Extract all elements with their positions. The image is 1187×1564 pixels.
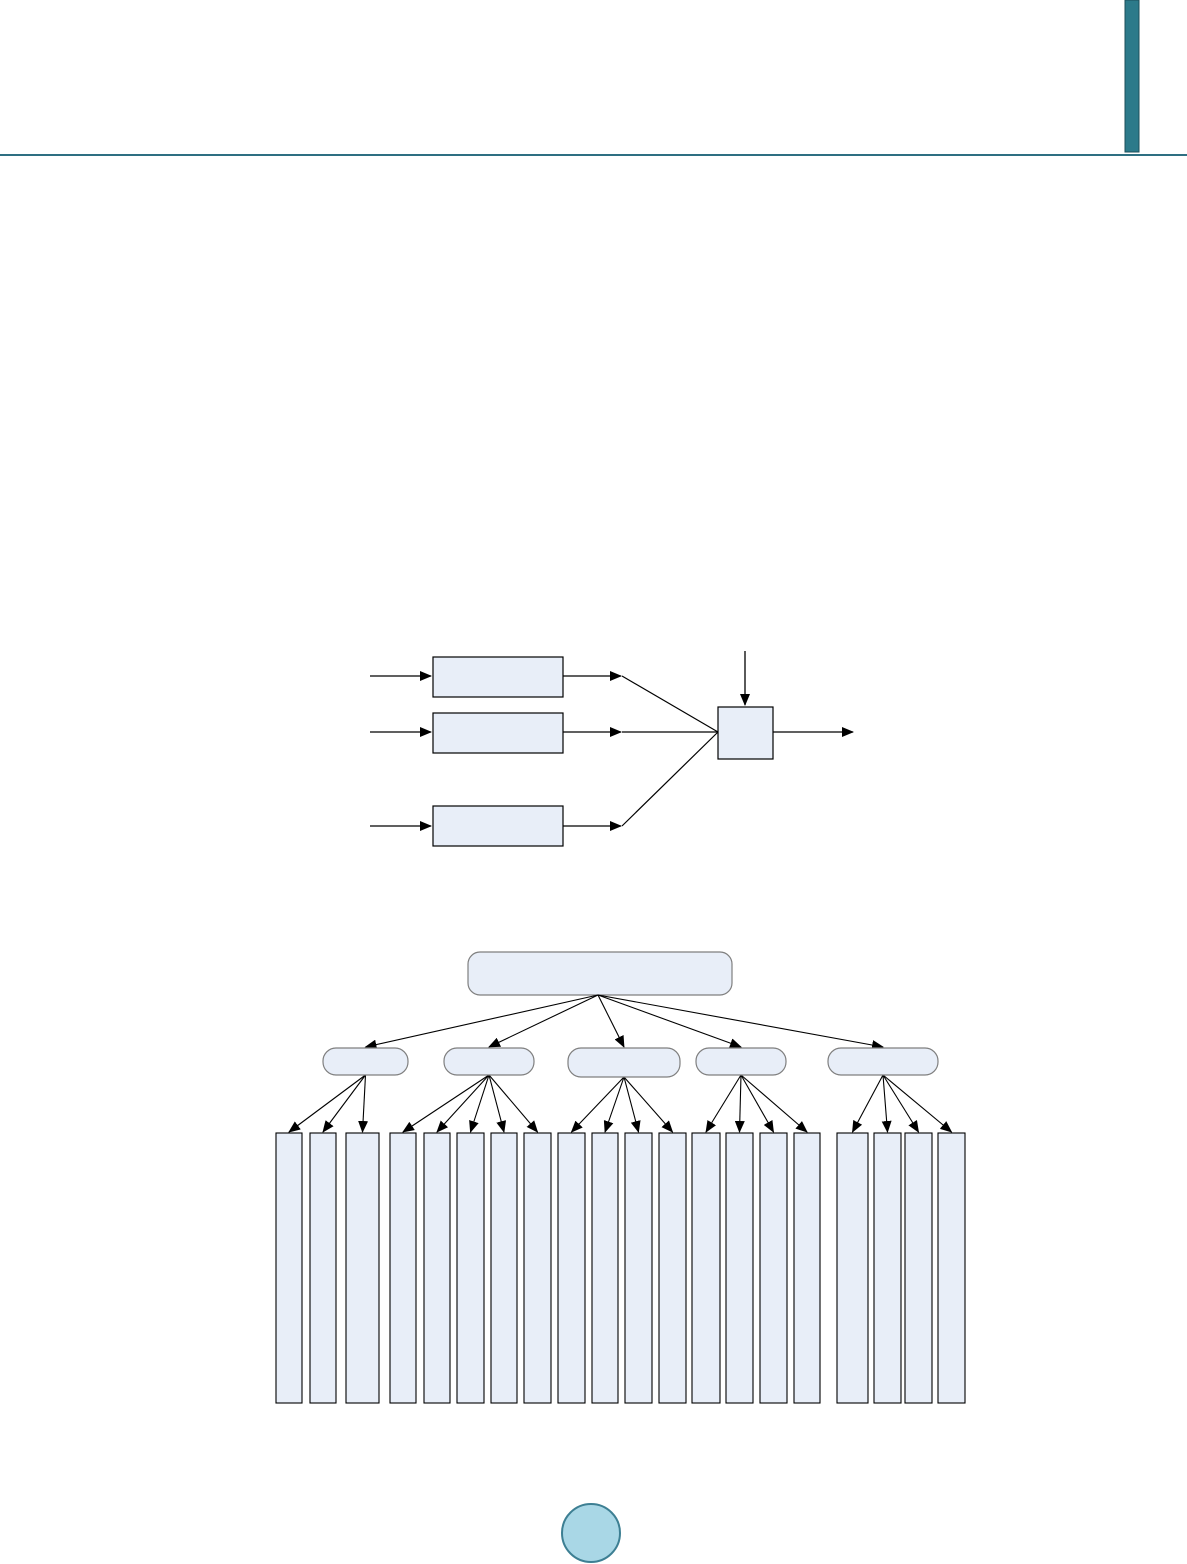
leaf-node-5-3 [904, 1132, 933, 1404]
leaf-node-5-1 [836, 1132, 869, 1404]
branch-to-leaf-edge [603, 1076, 625, 1133]
branch-to-leaf-edge [881, 1074, 892, 1133]
branch-to-leaf-edge [469, 1074, 490, 1133]
root-to-branch-edge [364, 994, 599, 1050]
branch-to-leaf-edge [740, 1074, 774, 1133]
leaf-node-4-2 [725, 1132, 754, 1404]
leaf-node-5-2 [873, 1132, 902, 1404]
leaf-node-1-1 [275, 1132, 303, 1404]
root-to-branch-edge [597, 994, 884, 1050]
branch-to-leaf-edge [623, 1076, 674, 1133]
hierarchy-diagram [275, 951, 966, 1404]
branch-to-leaf-edge [322, 1074, 366, 1133]
branch-to-leaf-edge [852, 1074, 884, 1133]
branch-to-leaf-edge [740, 1074, 808, 1133]
leaf-node-3-1 [557, 1132, 586, 1404]
root-to-branch-edge [488, 994, 599, 1048]
block-diagram [370, 651, 854, 847]
process-block-2 [432, 712, 564, 754]
leaf-node-2-5 [523, 1132, 552, 1404]
branch-to-leaf-edge [705, 1074, 742, 1133]
merge-line-1 [621, 675, 719, 733]
branch-to-leaf-edge [402, 1074, 490, 1133]
leaf-node-3-3 [624, 1132, 653, 1404]
leaf-node-1-2 [309, 1132, 337, 1404]
branch-to-leaf-edge [623, 1076, 641, 1133]
process-block-1 [432, 656, 564, 698]
leaf-node-2-2 [423, 1132, 451, 1404]
leaf-node-3-4 [658, 1132, 687, 1404]
root-to-branch-edge [597, 994, 742, 1048]
root-node [467, 951, 733, 996]
branch-to-leaf-edge [288, 1074, 366, 1133]
leaf-node-4-4 [793, 1132, 821, 1404]
header-side-bar [1124, 0, 1140, 153]
process-block-3 [432, 805, 564, 847]
branch-node-1 [322, 1047, 409, 1076]
leaf-node-2-3 [456, 1132, 485, 1404]
leaf-nodes [275, 1132, 966, 1404]
branch-nodes [322, 1047, 939, 1078]
leaf-node-1-3 [345, 1132, 380, 1404]
branch-to-leaf-edge [488, 1074, 539, 1133]
branch-to-leaf-edge [570, 1076, 625, 1133]
leaf-node-4-1 [691, 1132, 721, 1404]
branch-node-3 [567, 1047, 681, 1078]
branch-to-leaf-edge [436, 1074, 490, 1133]
branch-to-leaf-edge [882, 1074, 953, 1133]
branch-node-4 [695, 1047, 787, 1076]
leaf-node-3-2 [591, 1132, 619, 1404]
branch-node-5 [827, 1047, 939, 1076]
leaf-node-5-4 [937, 1132, 966, 1404]
hierarchy-edges [288, 994, 953, 1133]
leaf-node-4-3 [759, 1132, 788, 1404]
leaf-node-2-4 [490, 1132, 518, 1404]
branch-to-leaf-edge [734, 1074, 745, 1133]
page-number-badge [561, 1503, 621, 1563]
page-header [0, 0, 1187, 156]
merge-line-3 [621, 731, 719, 827]
branch-to-leaf-edge [488, 1074, 507, 1133]
combiner-block [717, 706, 774, 760]
branch-to-leaf-edge [358, 1074, 369, 1133]
page-badge-circle [561, 1503, 621, 1563]
root-to-branch-edge [597, 994, 625, 1048]
branch-node-2 [443, 1047, 535, 1076]
branch-to-leaf-edge [882, 1074, 920, 1133]
leaf-node-2-1 [389, 1132, 417, 1404]
